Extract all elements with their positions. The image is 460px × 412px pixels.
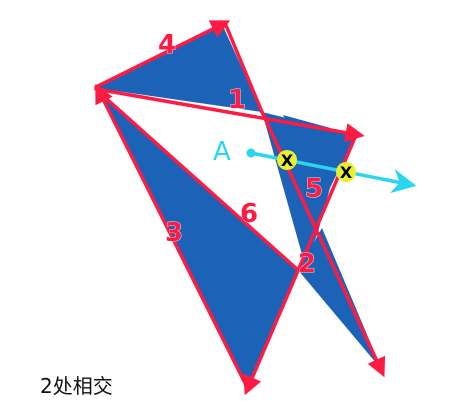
region-wedge: [283, 115, 356, 195]
region-top: [96, 24, 262, 112]
edge-label-1: 1: [228, 85, 246, 115]
edge-label-6: 6: [240, 199, 258, 229]
region-lower-right: [298, 228, 382, 370]
edge-6: [98, 91, 300, 272]
caption-intersection-count: 2处相交: [40, 374, 113, 398]
ray-from-a: [250, 151, 417, 194]
intersection-mark-2: X: [340, 163, 353, 182]
edge-label-5: 5: [305, 174, 323, 204]
intersection-mark-1: X: [281, 151, 294, 170]
edge-label-2: 2: [298, 249, 316, 279]
edge-4: [94, 20, 231, 89]
edge-1: [94, 87, 365, 143]
point-a-label: A: [213, 137, 231, 167]
intersection-marker-2: X: [336, 162, 356, 182]
edge-top-right: [223, 21, 264, 114]
edge-3: [95, 83, 249, 389]
point-a-dot: [246, 148, 256, 158]
edge-label-3: 3: [165, 218, 183, 248]
intersection-marker-1: X: [277, 150, 297, 170]
region-left: [96, 88, 298, 387]
edge-label-4: 4: [158, 30, 176, 60]
